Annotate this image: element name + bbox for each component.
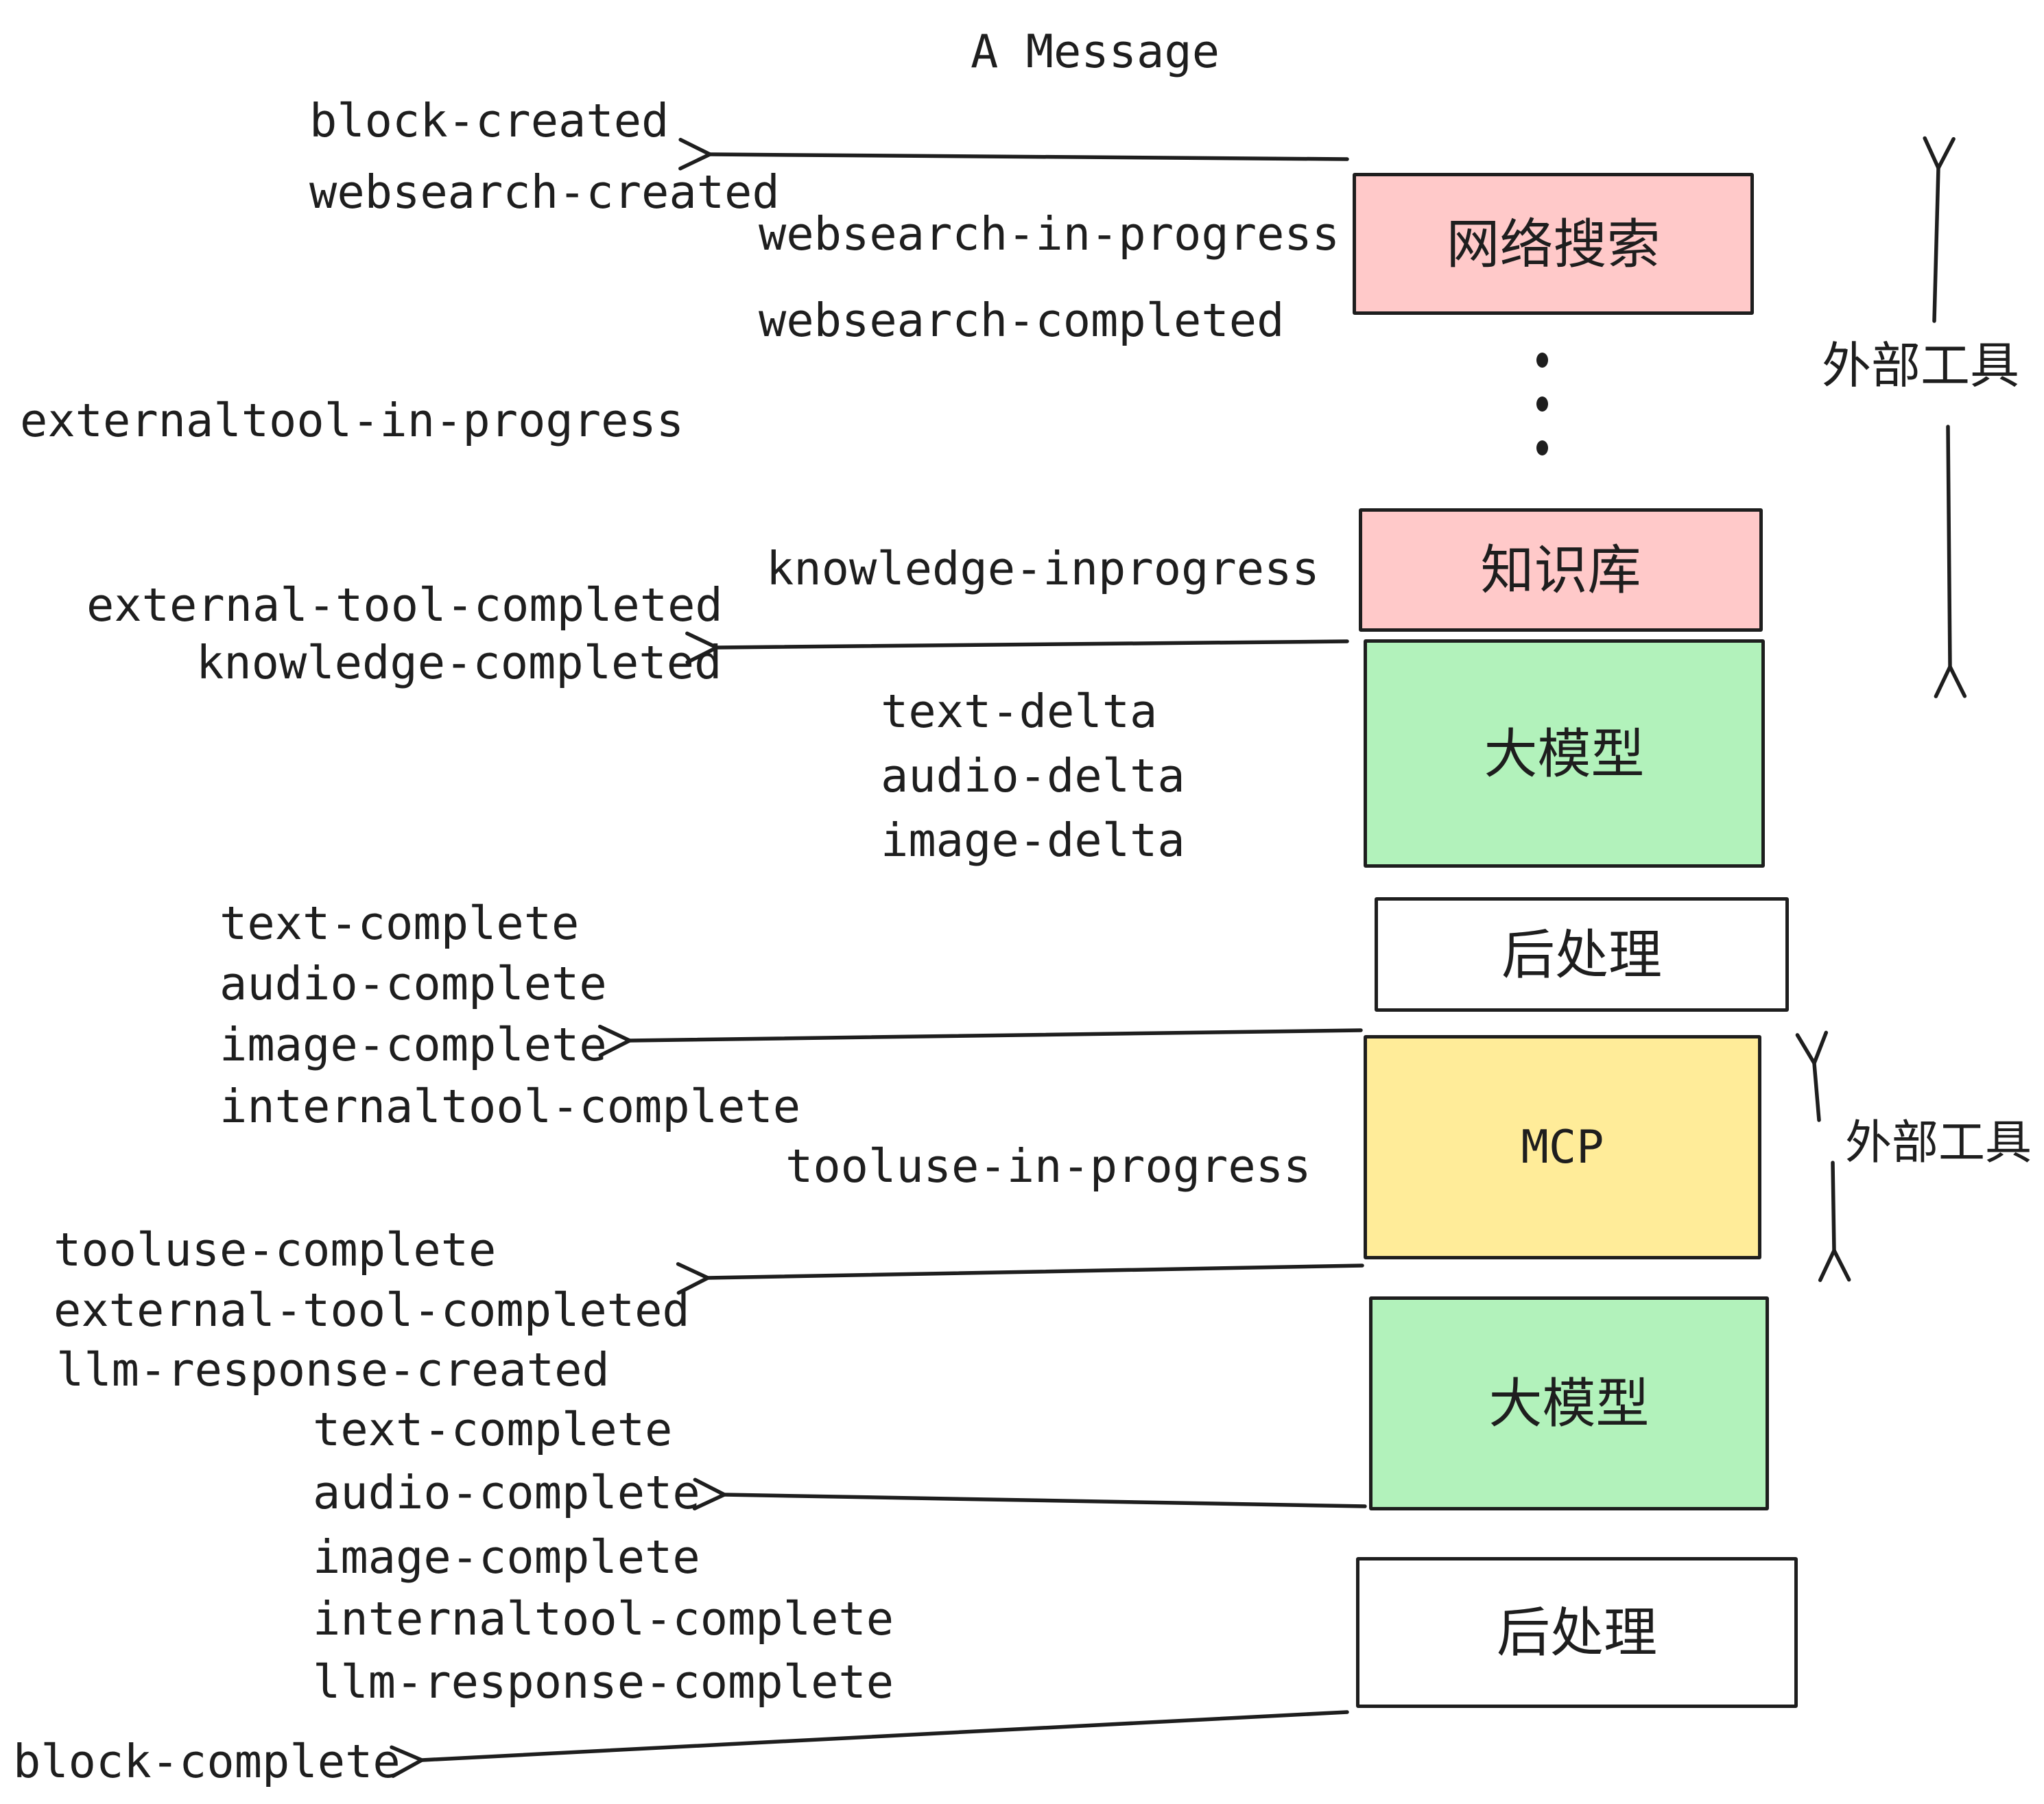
node-llm-1: 大模型: [1364, 639, 1765, 868]
event-text-complete-1: text-complete: [219, 897, 580, 950]
event-external-tool-completed-1: external-tool-completed: [86, 578, 723, 632]
event-internaltool-complete-1: internaltool-complete: [219, 1080, 801, 1133]
node-llm-2-label: 大模型: [1488, 1373, 1650, 1434]
node-mcp: MCP: [1364, 1035, 1761, 1259]
event-websearch-in-progress: websearch-in-progress: [759, 207, 1340, 261]
node-mcp-label: MCP: [1521, 1120, 1604, 1174]
event-audio-complete-1: audio-complete: [219, 957, 607, 1010]
event-image-complete-1: image-complete: [219, 1018, 607, 1071]
event-audio-delta-1: audio-delta: [881, 749, 1185, 803]
vertical-ellipsis-icon: [1536, 396, 1548, 412]
event-llm-response-created: llm-response-created: [56, 1343, 610, 1397]
vertical-ellipsis-icon: [1536, 440, 1548, 455]
event-image-complete-2: image-complete: [313, 1530, 700, 1584]
node-postprocess-2-label: 后处理: [1496, 1602, 1657, 1663]
event-tooluse-complete: tooluse-complete: [54, 1223, 497, 1277]
event-external-tool-completed-2: external-tool-completed: [54, 1283, 690, 1337]
node-postprocess-2: 后处理: [1356, 1557, 1798, 1708]
event-knowledge-completed: knowledge-completed: [196, 636, 722, 689]
event-block-created: block-created: [309, 94, 669, 147]
vertical-ellipsis-icon: [1536, 353, 1548, 368]
external-tools-2-down-arrow: [1818, 1161, 1851, 1283]
node-llm-2: 大模型: [1369, 1296, 1769, 1510]
arrow-to-block-complete: [390, 1710, 1349, 1778]
external-tools-1-down-arrow: [1934, 425, 1967, 698]
node-knowledge-base: 知识库: [1359, 508, 1763, 632]
node-llm-1-label: 大模型: [1484, 723, 1645, 784]
arrow-to-image-complete: [597, 1024, 1363, 1058]
event-block-complete: block-complete: [13, 1735, 401, 1788]
event-text-delta-1: text-delta: [881, 685, 1158, 738]
node-websearch-label: 网络搜索: [1446, 213, 1661, 274]
diagram-title: A Message: [971, 25, 1220, 78]
external-tools-1-up-arrow: [1923, 136, 1956, 323]
event-externaltool-in-progress: externaltool-in-progress: [20, 394, 685, 447]
external-tools-2-up-arrow: [1795, 1030, 1829, 1122]
event-text-complete-2: text-complete: [313, 1403, 673, 1456]
event-internaltool-complete-2: internaltool-complete: [313, 1592, 894, 1646]
external-tools-annotation-1: 外部工具: [1822, 339, 2020, 394]
event-llm-response-complete: llm-response-complete: [313, 1655, 894, 1709]
arrow-to-block-created: [678, 137, 1349, 171]
event-websearch-created: websearch-created: [309, 165, 780, 219]
event-knowledge-inprogress: knowledge-inprogress: [766, 542, 1320, 595]
external-tools-annotation-2: 外部工具: [1845, 1117, 2032, 1169]
event-websearch-completed: websearch-completed: [759, 294, 1285, 347]
arrow-to-knowledge-completed: [685, 631, 1349, 665]
event-audio-complete-2: audio-complete: [313, 1466, 700, 1519]
arrow-to-audio-complete: [692, 1477, 1367, 1510]
arrow-to-tooluse-complete: [676, 1262, 1364, 1295]
node-postprocess-1: 后处理: [1375, 897, 1789, 1012]
node-postprocess-1-label: 后处理: [1501, 924, 1662, 985]
node-knowledge-base-label: 知识库: [1480, 540, 1641, 600]
event-tooluse-in-progress: tooluse-in-progress: [785, 1139, 1311, 1193]
event-image-delta-1: image-delta: [881, 814, 1185, 867]
node-websearch: 网络搜索: [1353, 173, 1754, 315]
